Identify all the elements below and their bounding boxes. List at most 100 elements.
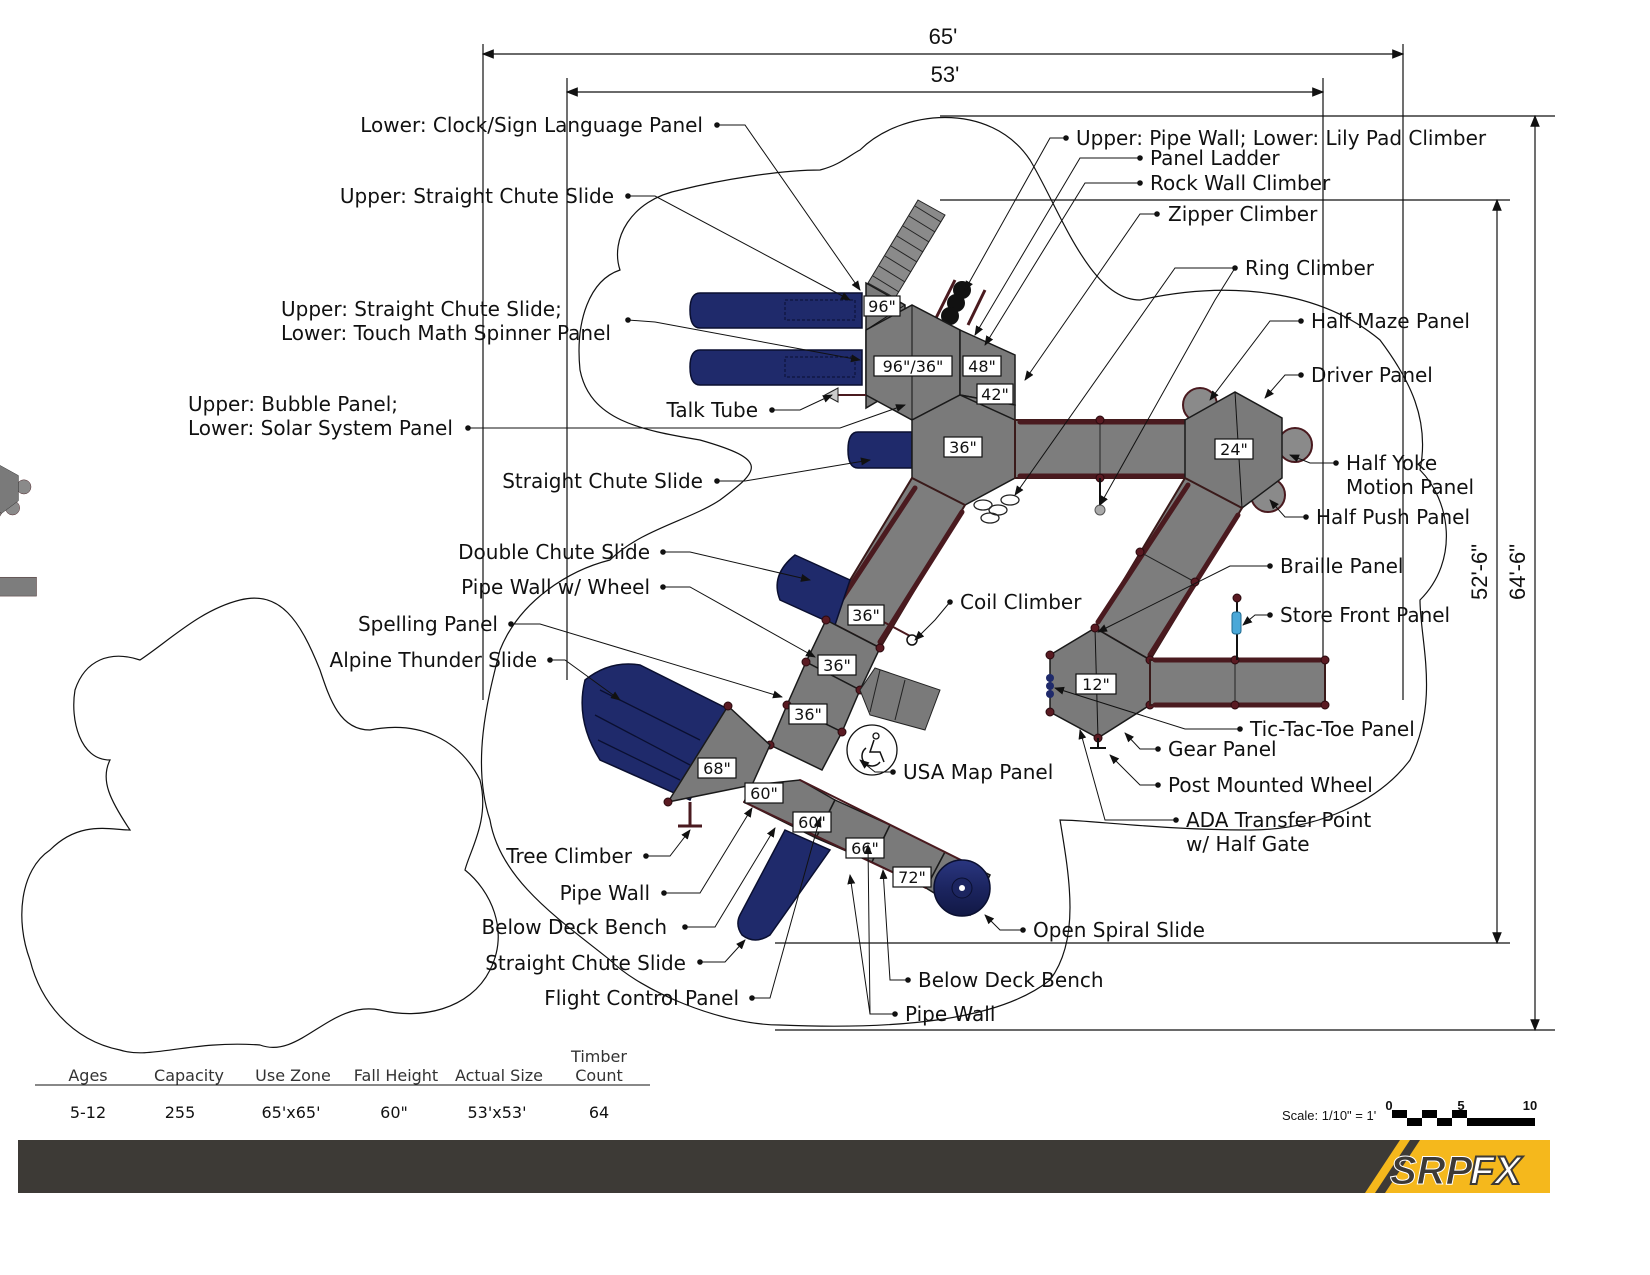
callout-labels-right: Upper: Pipe Wall; Lower: Lily Pad Climbe…: [903, 126, 1487, 1026]
spec-value-fall-height: 60": [380, 1103, 408, 1122]
spec-header-use-zone: Use Zone: [255, 1066, 331, 1085]
straight-chute-slide-lower: [737, 829, 832, 941]
store-front-glyph: [1231, 611, 1242, 635]
callout-double-chute: Double Chute Slide: [458, 540, 650, 564]
callout-straight-chute-lower: Straight Chute Slide: [485, 951, 686, 975]
callout-spelling-panel: Spelling Panel: [358, 612, 498, 636]
callout-gear-panel: Gear Panel: [1168, 737, 1277, 761]
callout-driver-panel: Driver Panel: [1311, 363, 1433, 387]
deck-height-96: 96": [863, 295, 901, 317]
scale-bar: Scale: 1/10" = 1' 0 5 10: [1282, 1098, 1537, 1126]
callout-flight-control: Flight Control Panel: [544, 986, 739, 1010]
logo-text-srp: SRP: [1390, 1149, 1473, 1193]
callout-pipe-wall-left: Pipe Wall: [560, 881, 650, 905]
svg-text:68": 68": [703, 759, 731, 778]
horizontal-bridge-top: [1014, 419, 1191, 479]
callout-half-maze: Half Maze Panel: [1311, 309, 1470, 333]
spec-header-capacity: Capacity: [154, 1066, 224, 1085]
callout-talk-tube: Talk Tube: [665, 398, 758, 422]
lily-flower-climber: [973, 494, 1020, 524]
deck-height-68: 68": [697, 757, 737, 779]
callout-pipe-wall-wheel: Pipe Wall w/ Wheel: [461, 575, 650, 599]
callout-labels-left: Lower: Clock/Sign Language Panel Upper: …: [188, 113, 758, 1010]
callout-usa-map: USA Map Panel: [903, 760, 1053, 784]
svg-text:66": 66": [851, 839, 879, 858]
scale-label: Scale: 1/10" = 1': [1282, 1108, 1376, 1123]
spec-header-count: Count: [575, 1066, 623, 1085]
callout-below-deck-bench-right: Below Deck Bench: [918, 968, 1104, 992]
callout-bubble-panel: Upper: Bubble Panel;: [188, 392, 398, 416]
use-zone-depth-dim: 64'-6": [1505, 544, 1530, 600]
actual-depth-dim: 52'-6": [1467, 544, 1492, 600]
spec-header-timber: Timber: [570, 1047, 627, 1066]
callout-straight-chute: Straight Chute Slide: [502, 469, 703, 493]
svg-text:72": 72": [898, 868, 926, 887]
actual-width-dim: 53': [931, 62, 960, 87]
deck-height-24: 24": [1214, 438, 1254, 460]
svg-text:36": 36": [852, 606, 880, 625]
callout-store-front: Store Front Panel: [1280, 603, 1450, 627]
logo-text-fx: FX: [1470, 1149, 1523, 1193]
thumbnail-overview: [0, 465, 499, 1054]
brand-logo: SRP FX: [1340, 1140, 1550, 1193]
stair-ladder: [867, 199, 946, 299]
svg-text:48": 48": [968, 357, 996, 376]
deck-height-36-c: 36": [788, 703, 828, 725]
spec-value-actual-size: 53'x53': [468, 1103, 527, 1122]
callout-clock-sign-language: Lower: Clock/Sign Language Panel: [360, 113, 703, 137]
callout-ada-transfer: ADA Transfer Point: [1186, 808, 1371, 832]
callout-open-spiral: Open Spiral Slide: [1033, 918, 1205, 942]
upper-straight-chute-slide-1: [689, 292, 863, 329]
deck-height-60-b: 60": [792, 811, 832, 833]
deck-height-12: 12": [1075, 673, 1117, 695]
callout-rock-wall: Rock Wall Climber: [1150, 171, 1331, 195]
svg-text:36": 36": [949, 438, 977, 457]
svg-text:24": 24": [1220, 440, 1248, 459]
scale-tick-0: 0: [1385, 1098, 1392, 1113]
ramp-main-diagonal: [824, 476, 967, 650]
deck-height-72: 72": [892, 866, 932, 888]
deck-height-36-top: 36": [943, 436, 983, 458]
callout-half-push: Half Push Panel: [1316, 505, 1470, 529]
callout-tree-climber: Tree Climber: [505, 844, 633, 868]
svg-text:36": 36": [823, 656, 851, 675]
lily-pad-climber: [933, 279, 987, 326]
leader-lines: [465, 122, 1339, 1017]
callout-tic-tac-toe: Tic-Tac-Toe Panel: [1249, 717, 1415, 741]
callout-below-deck-bench-left: Below Deck Bench: [481, 915, 667, 939]
ring-climber-glyph: [1094, 504, 1106, 516]
svg-text:36": 36": [794, 705, 822, 724]
svg-text:42": 42": [981, 385, 1009, 404]
footer-bar: [18, 1140, 1550, 1193]
callout-post-wheel: Post Mounted Wheel: [1168, 773, 1373, 797]
scale-tick-5: 5: [1457, 1098, 1464, 1113]
deck-height-66: 66": [845, 837, 885, 859]
deck-height-42: 42": [976, 383, 1014, 405]
callout-half-gate: w/ Half Gate: [1186, 832, 1310, 856]
specs-table: Ages Capacity Use Zone Fall Height Actua…: [35, 1047, 650, 1122]
callout-solar-system: Lower: Solar System Panel: [188, 416, 453, 440]
spec-header-fall-height: Fall Height: [354, 1066, 438, 1085]
svg-text:60": 60": [798, 813, 826, 832]
ramp-right-diagonal: [1093, 476, 1244, 662]
open-spiral-slide: [933, 859, 991, 917]
spec-value-ages: 5-12: [70, 1103, 106, 1122]
svg-text:96"/36": 96"/36": [883, 357, 944, 376]
callout-panel-ladder: Panel Ladder: [1150, 146, 1280, 170]
svg-text:12": 12": [1082, 675, 1110, 694]
scale-tick-10: 10: [1523, 1098, 1537, 1113]
ada-transfer-symbol: [846, 724, 898, 776]
callout-half-yoke: Half Yoke: [1346, 451, 1437, 475]
callout-pipe-wall-lily-pad: Upper: Pipe Wall; Lower: Lily Pad Climbe…: [1076, 126, 1487, 150]
callout-alpine-thunder: Alpine Thunder Slide: [330, 648, 537, 672]
callout-motion-panel: Motion Panel: [1346, 475, 1474, 499]
deck-height-48: 48": [962, 355, 1002, 377]
straight-chute-slide-short: [847, 431, 913, 469]
callout-zipper-climber: Zipper Climber: [1168, 202, 1318, 226]
use-zone-width-dim: 65': [929, 24, 958, 49]
callout-pipe-wall-bottom: Pipe Wall: [905, 1002, 995, 1026]
double-chute-slide: [776, 554, 851, 627]
deck-height-36-a: 36": [847, 604, 885, 626]
callout-upper-straight-chute-1: Upper: Straight Chute Slide: [340, 184, 614, 208]
